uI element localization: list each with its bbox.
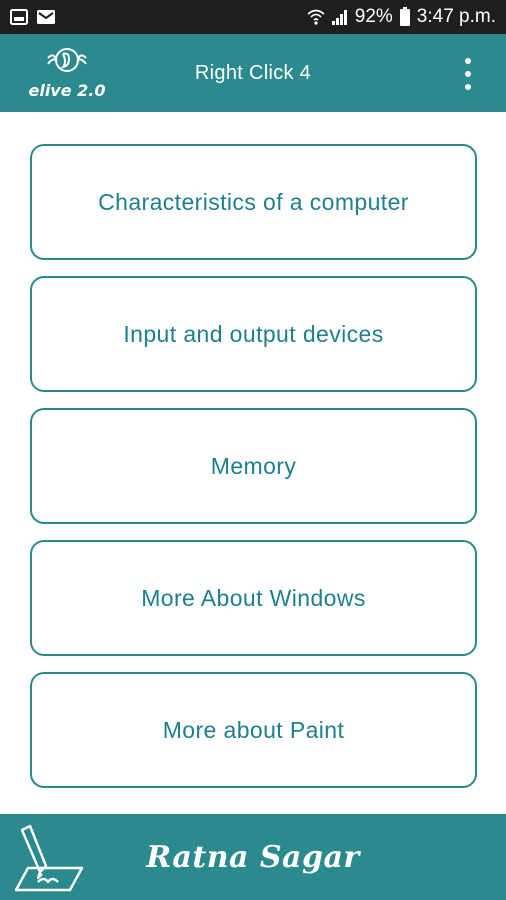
topic-input-output-button[interactable]: Input and output devices	[30, 276, 477, 392]
battery-icon	[399, 7, 411, 27]
brand-name: Ratna Sagar	[146, 839, 360, 875]
image-notification-icon	[10, 8, 28, 26]
battery-percent: 92%	[354, 6, 393, 27]
mail-icon	[36, 8, 56, 26]
status-time: 3:47 p.m.	[416, 6, 496, 27]
topic-list: Characteristics of a computer Input and …	[0, 112, 506, 814]
wifi-icon	[307, 8, 325, 26]
elive-logo: elive 2.0	[22, 46, 112, 102]
topic-characteristics-button[interactable]: Characteristics of a computer	[30, 144, 477, 260]
pen-writing-icon	[8, 818, 88, 898]
status-right: 92% 3:47 p.m.	[307, 6, 496, 28]
signal-icon	[331, 8, 349, 26]
status-left	[10, 8, 56, 26]
topic-windows-button[interactable]: More About Windows	[30, 540, 477, 656]
svg-text:elive 2.0: elive 2.0	[28, 81, 105, 100]
app-title: Right Click 4	[194, 61, 312, 84]
footer: Ratna Sagar	[0, 814, 506, 900]
more-vert-icon[interactable]	[458, 58, 478, 90]
topic-memory-button[interactable]: Memory	[30, 408, 477, 524]
status-bar: 92% 3:47 p.m.	[0, 0, 506, 34]
app-bar: elive 2.0 Right Click 4	[0, 34, 506, 112]
topic-paint-button[interactable]: More about Paint	[30, 672, 477, 788]
